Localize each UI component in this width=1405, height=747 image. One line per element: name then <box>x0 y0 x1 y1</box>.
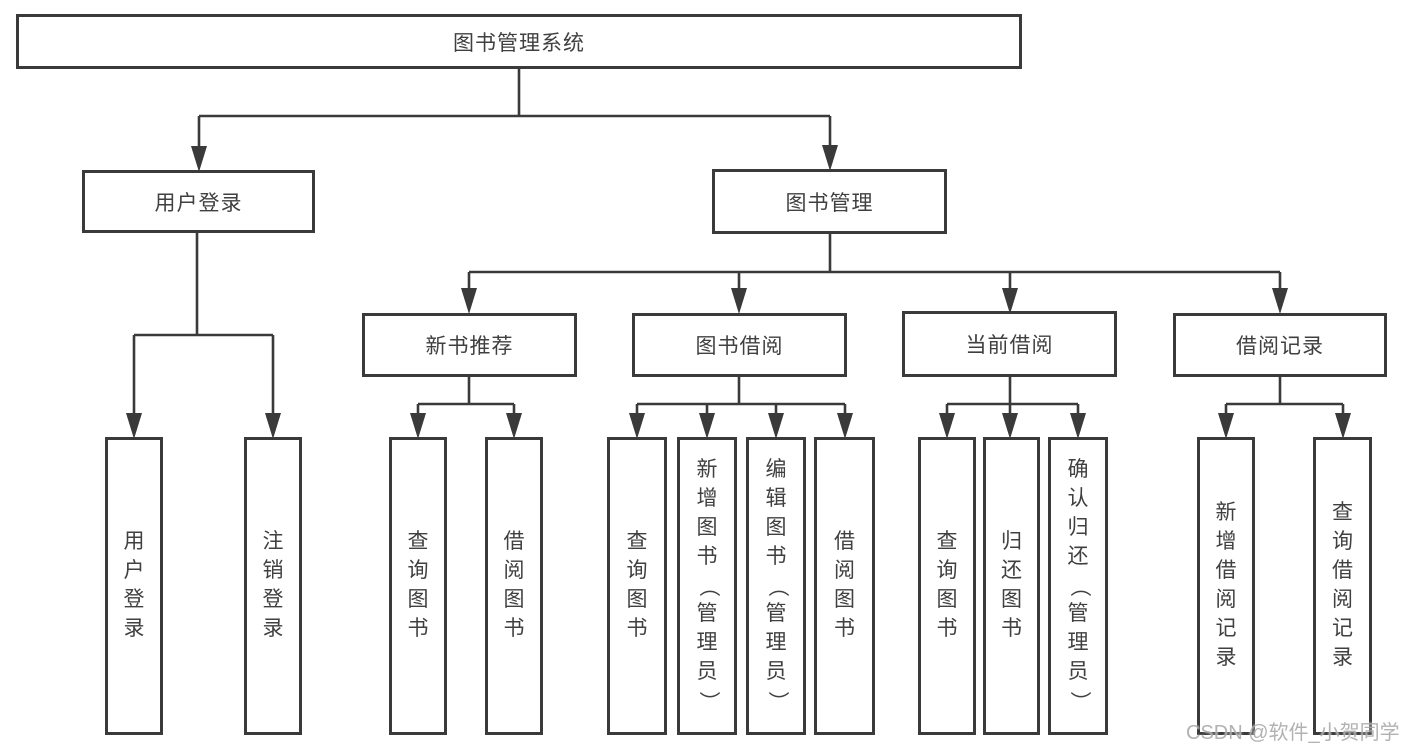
leaf-bb-borrow-books-label: 借阅图书 <box>834 530 855 640</box>
leaf-bb-query-books: 查询图书 <box>607 437 667 735</box>
node-book-borrowing: 图书借阅 <box>632 313 847 377</box>
node-user-login-label: 用户登录 <box>154 191 243 215</box>
leaf-bb-edit-books-admin-label: 编辑图书（管理员） <box>765 457 789 713</box>
leaf-user-login: 用户登录 <box>105 437 163 735</box>
leaf-cb-query-books: 查询图书 <box>918 437 976 735</box>
leaf-br-query-record: 查询借阅记录 <box>1313 437 1372 735</box>
leaf-bb-edit-books-admin: 编辑图书（管理员） <box>746 437 806 735</box>
leaf-bb-add-books-admin: 新增图书（管理员） <box>677 437 737 735</box>
leaf-br-query-record-label: 查询借阅记录 <box>1332 501 1353 669</box>
node-borrowing-records: 借阅记录 <box>1173 313 1387 377</box>
leaf-cb-return-books-label: 归还图书 <box>1001 530 1022 640</box>
leaf-cb-confirm-return-admin-label: 确认归还（管理员） <box>1067 457 1091 713</box>
node-borrowing-records-label: 借阅记录 <box>1236 335 1324 358</box>
leaf-bb-add-books-admin-label: 新增图书（管理员） <box>696 457 720 713</box>
node-new-book-recommend-label: 新书推荐 <box>425 335 514 358</box>
leaf-nb-borrow-books-label: 借阅图书 <box>503 530 525 640</box>
leaf-user-login-label: 用户登录 <box>123 530 145 640</box>
node-library-system-label: 图书管理系统 <box>453 31 585 55</box>
node-book-management: 图书管理 <box>712 169 947 234</box>
leaf-cb-confirm-return-admin: 确认归还（管理员） <box>1048 437 1108 735</box>
node-library-system: 图书管理系统 <box>16 14 1022 69</box>
leaf-nb-borrow-books: 借阅图书 <box>485 437 543 735</box>
node-book-management-label: 图书管理 <box>785 191 874 215</box>
node-current-borrowing: 当前借阅 <box>902 311 1117 377</box>
node-user-login: 用户登录 <box>82 170 315 233</box>
node-current-borrowing-label: 当前借阅 <box>965 334 1054 357</box>
leaf-bb-query-books-label: 查询图书 <box>626 530 648 640</box>
leaf-logout: 注销登录 <box>244 437 302 735</box>
node-book-borrowing-label: 图书借阅 <box>695 335 784 358</box>
csdn-watermark: CSDN @软件_小贺同学 <box>1186 722 1400 744</box>
leaf-nb-query-books-label: 查询图书 <box>407 530 429 640</box>
leaf-logout-label: 注销登录 <box>262 530 284 640</box>
leaf-cb-return-books: 归还图书 <box>983 437 1040 735</box>
leaf-bb-borrow-books: 借阅图书 <box>814 437 875 735</box>
node-new-book-recommend: 新书推荐 <box>362 313 577 377</box>
leaf-cb-query-books-label: 查询图书 <box>936 530 958 640</box>
leaf-nb-query-books: 查询图书 <box>389 437 447 735</box>
leaf-br-add-record: 新增借阅记录 <box>1197 437 1255 735</box>
leaf-br-add-record-label: 新增借阅记录 <box>1215 501 1237 669</box>
